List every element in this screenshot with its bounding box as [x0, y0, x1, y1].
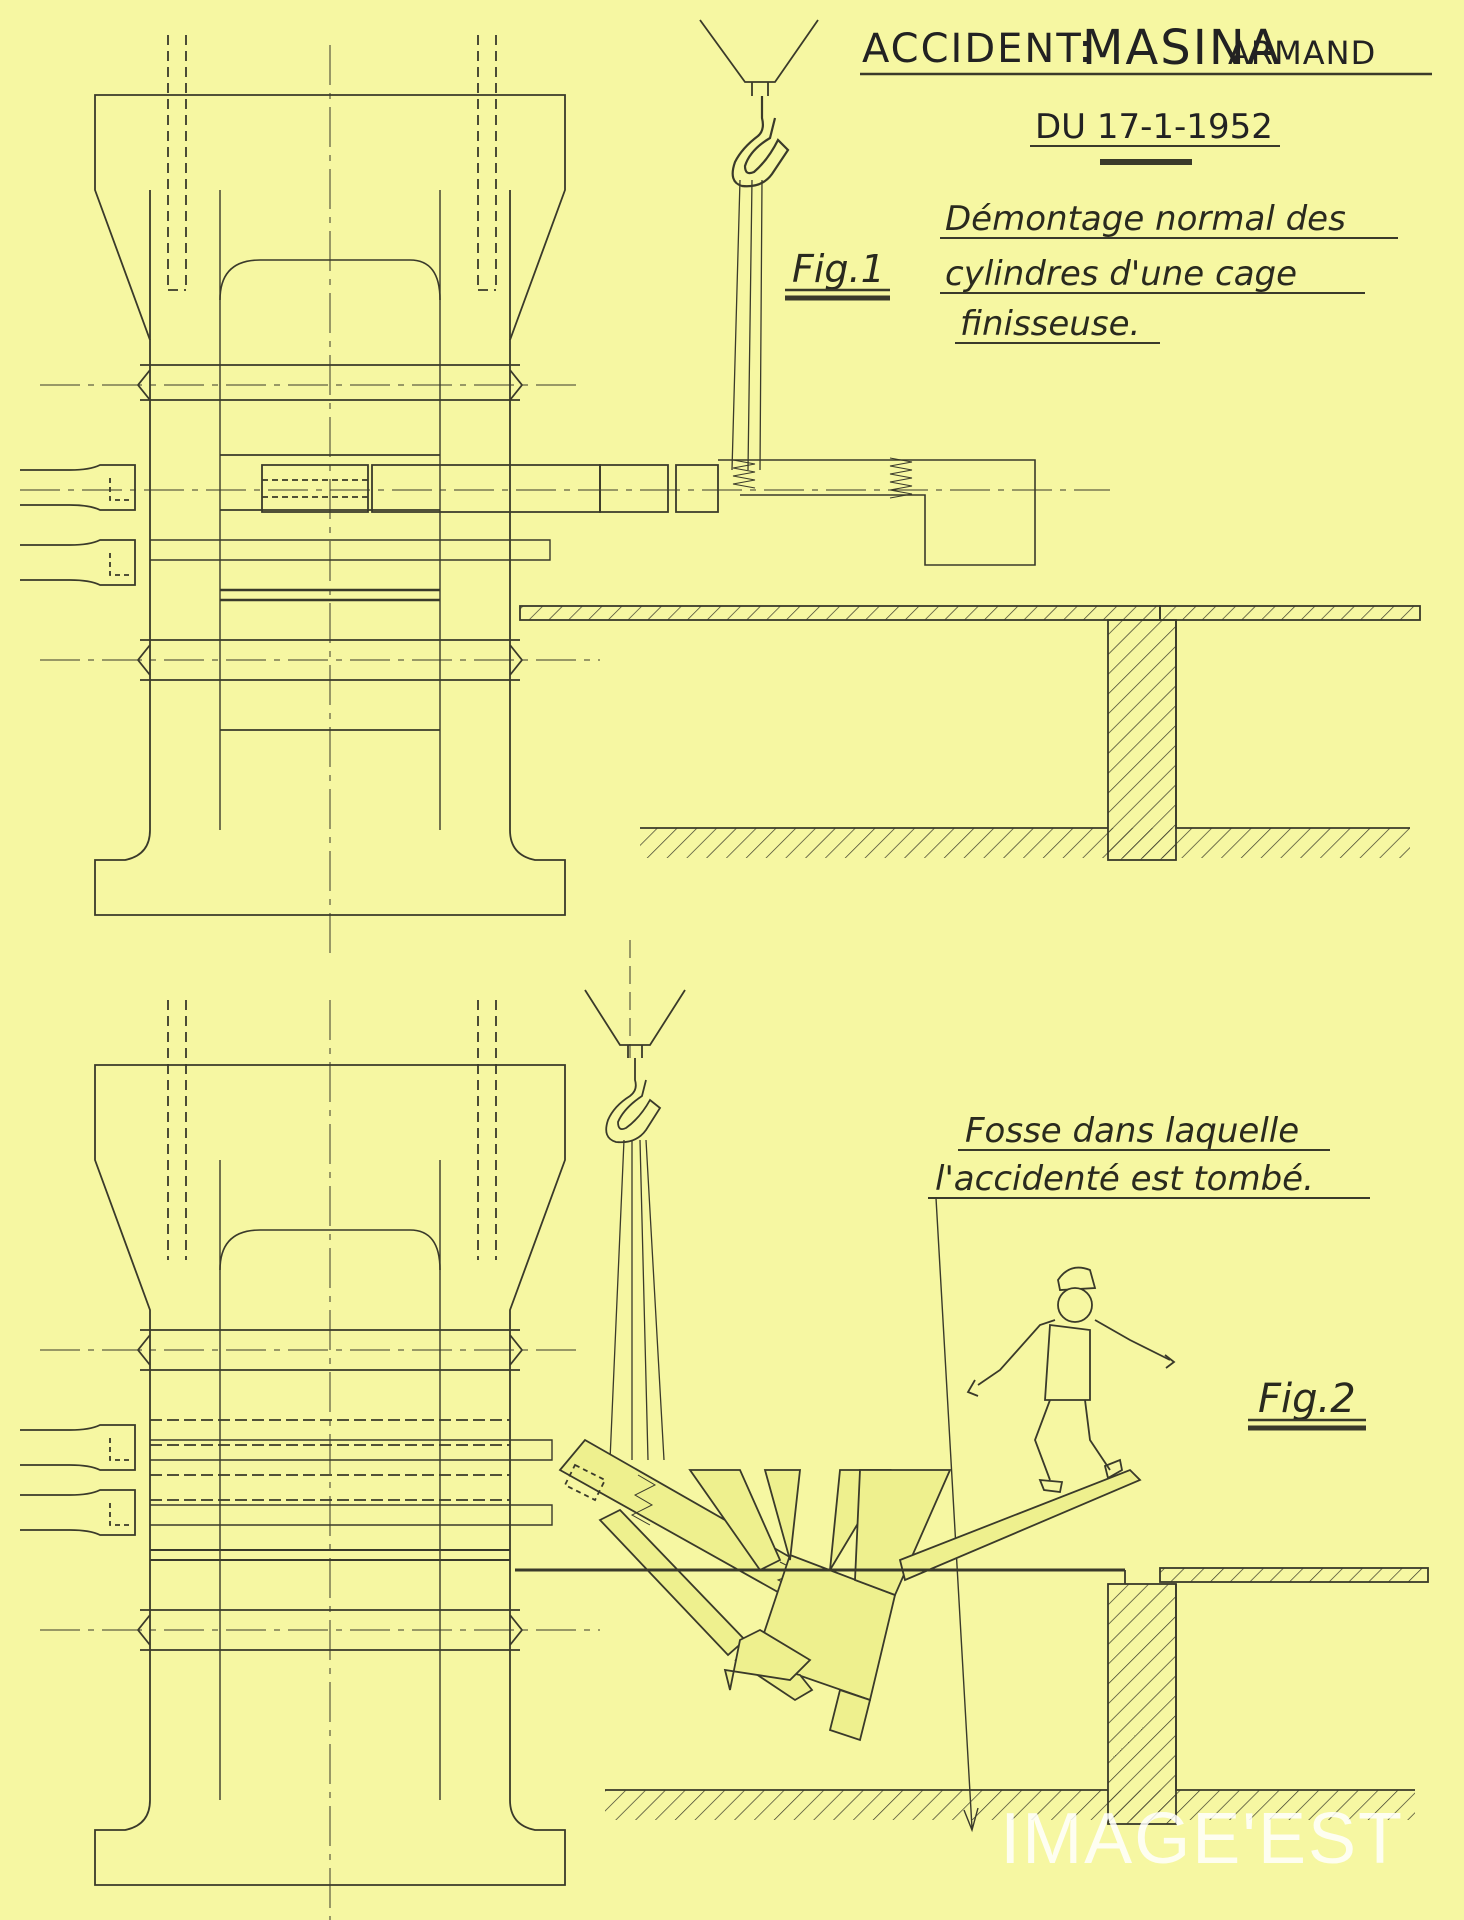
figure-2: Fosse dans laquelle l'accidenté est tomb… — [20, 940, 1429, 1920]
watermark: IMAGE'EST — [1000, 1799, 1404, 1879]
date-line: DU 17-1-1952 — [1035, 107, 1273, 147]
fig1-mill-stand — [20, 35, 1110, 960]
fig1-caption-line1: Démontage normal des — [945, 199, 1346, 239]
fig2-caption-line2: l'accidenté est tombé. — [935, 1159, 1314, 1199]
fig1-label: Fig.1 — [792, 247, 885, 291]
title-name: MASINA — [1082, 20, 1282, 76]
title-prefix: ACCIDENT: — [862, 26, 1094, 72]
fig2-falling-roll — [558, 1438, 1142, 1742]
title-first-name: ARMAND — [1228, 34, 1376, 72]
pit-pointer-arrow — [935, 1197, 979, 1833]
fig2-crane-hook — [584, 940, 686, 1461]
fig2-caption-line1: Fosse dans laquelle — [965, 1111, 1299, 1151]
fig1-crane-hook — [699, 19, 819, 471]
figure-1: Démontage normal des cylindres d'une cag… — [20, 19, 1421, 960]
fig2-floor-pit — [515, 1567, 1429, 1825]
header-block: ACCIDENT: MASINA ARMAND DU 17-1-1952 — [860, 20, 1432, 165]
fig1-caption-line3: finisseuse. — [960, 304, 1140, 344]
fig1-caption-line2: cylindres d'une cage — [945, 254, 1297, 294]
fig1-floor-pit — [519, 605, 1421, 861]
fig2-label: Fig.2 — [1258, 1376, 1356, 1422]
fig2-worker-figure — [966, 1266, 1176, 1493]
fig2-mill-stand — [20, 1000, 600, 1920]
